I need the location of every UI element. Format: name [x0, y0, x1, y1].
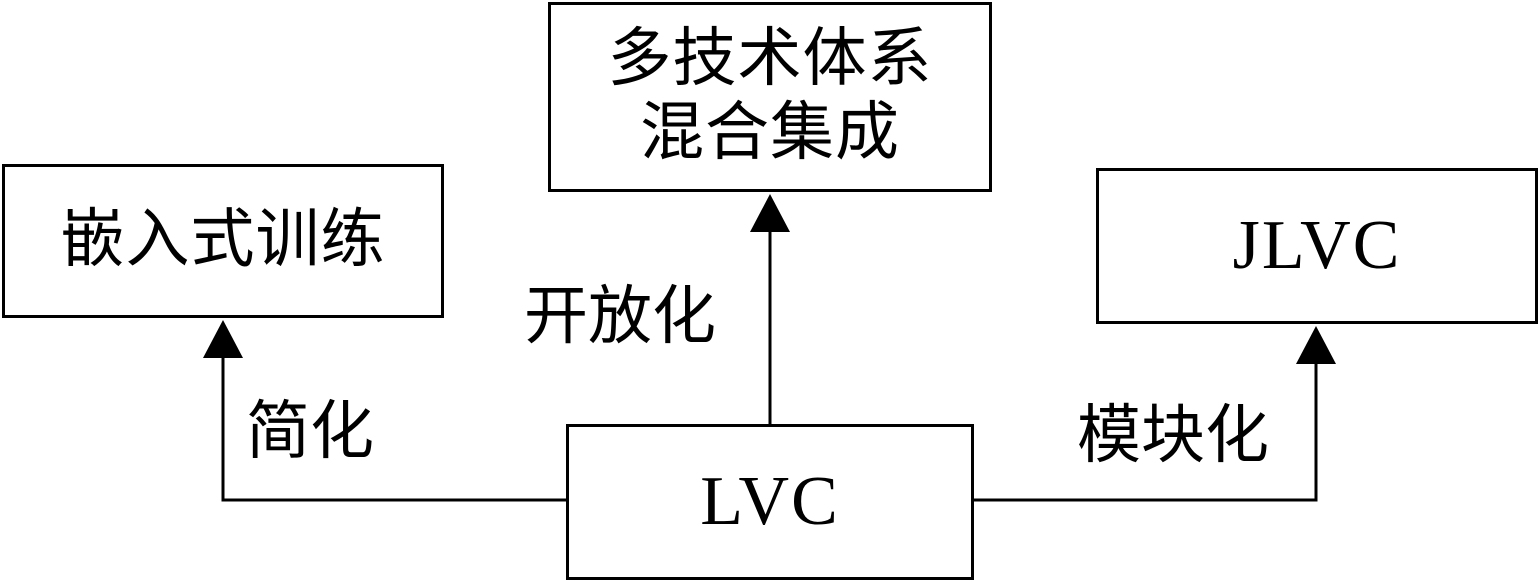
- node-hybrid-integration: 多技术体系 混合集成: [548, 2, 992, 192]
- connector-to-jlvc: [974, 362, 1318, 502]
- edge-label-openness: 开放化: [524, 280, 716, 354]
- arrowhead-jlvc: [1296, 326, 1336, 364]
- node-lvc-label: LVC: [700, 462, 840, 540]
- node-hybrid-integration-line1: 多技术体系: [607, 22, 933, 97]
- edge-label-modularization: 模块化: [1077, 399, 1269, 473]
- node-hybrid-integration-line2: 混合集成: [640, 96, 900, 170]
- node-jlvc: JLVC: [1096, 168, 1538, 324]
- node-lvc: LVC: [566, 424, 974, 580]
- arrowhead-embedded-training: [203, 320, 243, 358]
- node-embedded-training-label: 嵌入式训练: [60, 203, 386, 278]
- connector-to-embedded-training: [221, 356, 566, 502]
- node-embedded-training: 嵌入式训练: [2, 164, 444, 318]
- arrowhead-hybrid-integration: [750, 194, 790, 232]
- node-jlvc-label: JLVC: [1232, 206, 1402, 284]
- edge-label-simplification: 简化: [246, 395, 374, 469]
